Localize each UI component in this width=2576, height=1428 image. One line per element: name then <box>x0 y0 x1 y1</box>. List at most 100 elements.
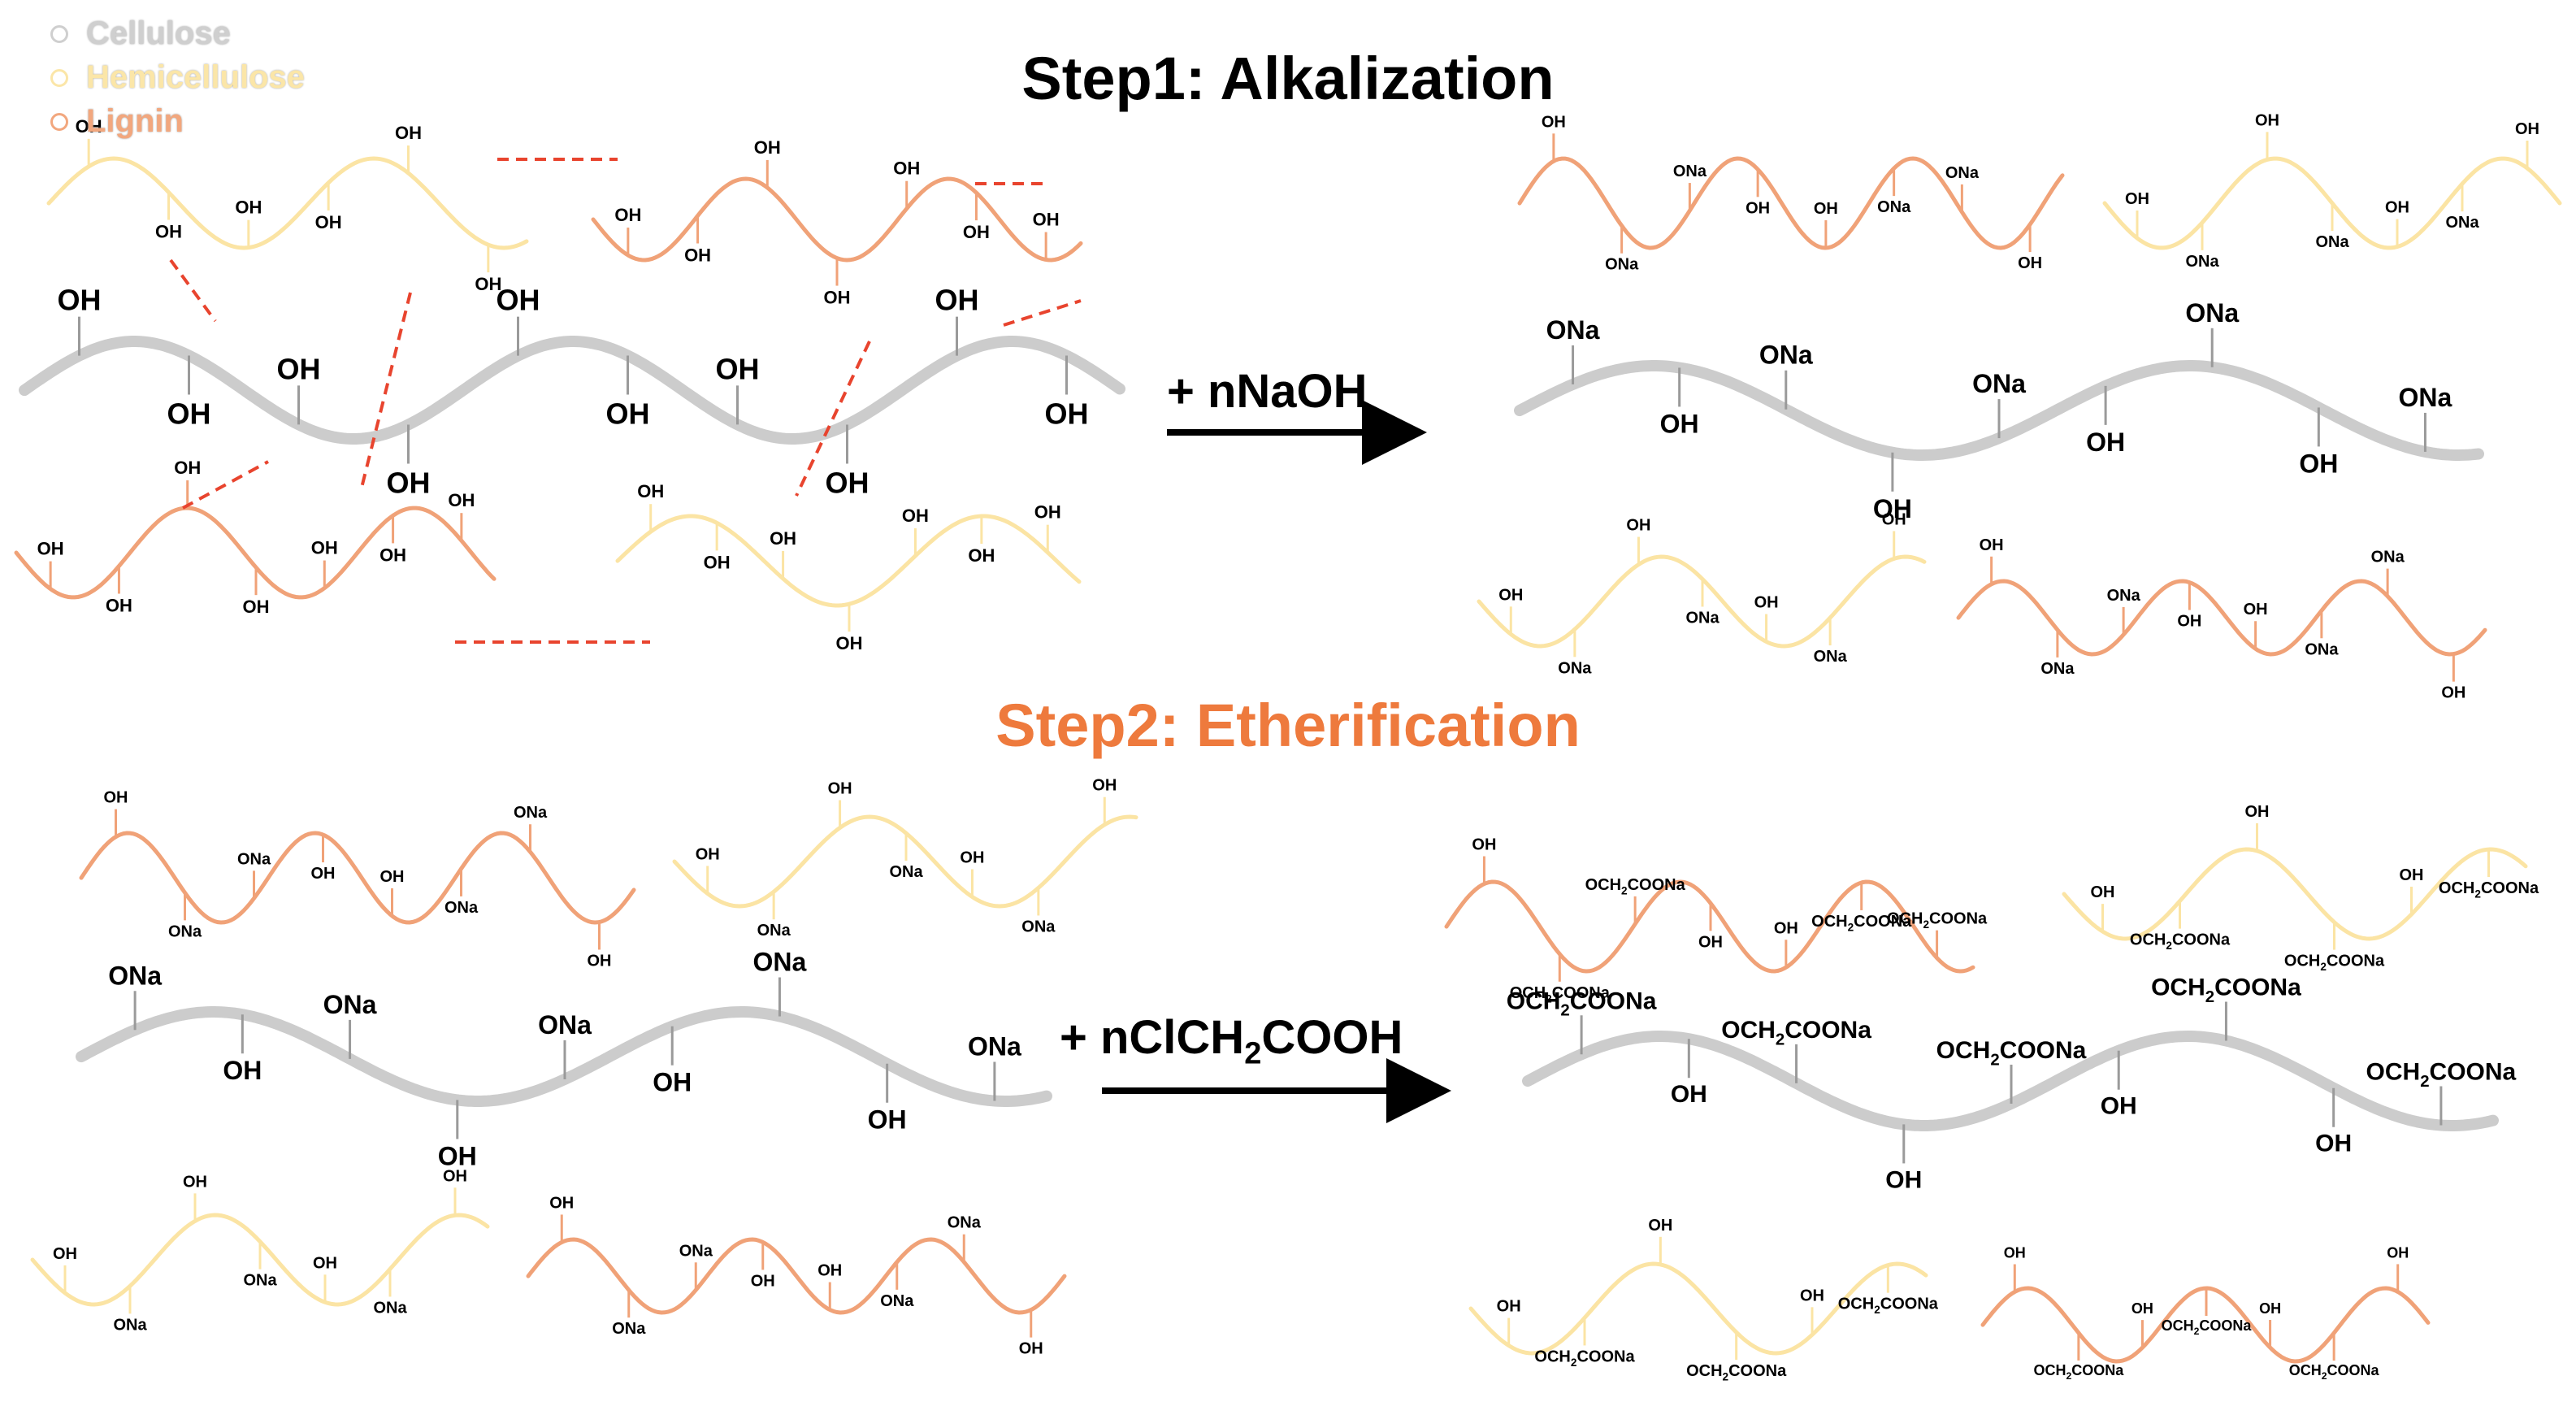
lig-chain <box>79 831 636 925</box>
carboxymethyl-group-label: OCH2COONa <box>1510 984 1611 1005</box>
hydrogen-bond-line <box>182 460 269 510</box>
lig-chain <box>14 506 497 600</box>
hydroxyl-group-label: OH <box>380 868 405 886</box>
suffix-label: COONa <box>1929 910 1988 928</box>
hydroxyl-group-label: OH <box>960 849 984 866</box>
carboxymethyl-group-label: OCH2COONa <box>2439 879 2539 901</box>
hydroxyl-group-label: OH <box>2515 120 2539 138</box>
lig-chain <box>1517 156 2065 250</box>
cel-chain <box>1522 1031 2499 1131</box>
hydroxyl-group-label: OH <box>1698 933 1723 951</box>
alkoxide-group-label: ONa <box>113 1316 147 1334</box>
hydroxyl-group-label: OH <box>824 288 851 308</box>
alkoxide-group-label: ONa <box>323 990 377 1019</box>
alkoxide-group-label: ONa <box>243 1272 277 1290</box>
subscript-label: 2 <box>2205 988 2214 1006</box>
hydroxyl-group-label: OH <box>751 1272 775 1290</box>
hydroxyl-group-label: OH <box>549 1194 574 1212</box>
alkoxide-group-label: ONa <box>2399 383 2452 412</box>
subscript-label: 2 <box>2474 888 2481 901</box>
cel-chain <box>19 336 1125 445</box>
alkoxide-group-label: ONa <box>2107 587 2141 605</box>
hydroxyl-group-label: OH <box>438 1141 477 1170</box>
carboxymethyl-group-label: OCH2COONa <box>1507 987 1657 1019</box>
subscript-label: 2 <box>2194 1326 2200 1337</box>
alkoxide-group-label: ONa <box>1021 918 1056 935</box>
hydroxyl-group-label: OH <box>968 545 995 566</box>
suffix-label: COONa <box>1785 1017 1871 1044</box>
reagent-suffix: COOH <box>1261 1011 1403 1064</box>
hydroxyl-group-label: OH <box>311 538 338 558</box>
hydroxyl-group-label: OH <box>1754 594 1779 612</box>
hydroxyl-group-label: OH <box>167 397 211 431</box>
legend-label: Cellulose <box>86 15 231 51</box>
hydroxyl-group-label: OH <box>704 552 731 572</box>
alkoxide-group-label: ONa <box>948 1214 982 1232</box>
alkoxide-group-label: ONa <box>445 899 479 917</box>
hydroxyl-group-label: OH <box>2244 601 2268 619</box>
suffix-label: COONa <box>2000 1037 2087 1064</box>
hydroxyl-group-label: OH <box>902 506 929 526</box>
suffix-label: COONa <box>1728 1362 1787 1380</box>
lig-chain <box>1956 579 2487 657</box>
carboxymethyl-group-label: OCH2COONa <box>1936 1037 2087 1069</box>
hydroxyl-group-label: OH <box>448 490 475 510</box>
hydrogen-bond-line <box>360 292 412 488</box>
subscript-label: 2 <box>1848 922 1854 934</box>
hydroxyl-group-label: OH <box>770 528 796 549</box>
carboxymethyl-group-label: OCH2COONa <box>2162 1317 2253 1337</box>
hydroxyl-group-label: OH <box>1092 777 1117 795</box>
carboxymethyl-group-label: OCH2COONa <box>2366 1059 2517 1091</box>
subscript-label: 2 <box>1546 992 1552 1005</box>
hydroxyl-group-label: OH <box>174 458 201 478</box>
carboxymethyl-group-label: OCH2COONa <box>1534 1348 1635 1369</box>
hydroxyl-group-label: OH <box>37 539 64 559</box>
alkoxide-group-label: ONa <box>2305 640 2339 658</box>
legend-item-cellulose: Cellulose <box>46 11 387 55</box>
hydroxyl-group-label: OH <box>2004 1244 2026 1261</box>
alkoxide-group-label: ONa <box>237 850 271 868</box>
carboxymethyl-group-label: OCH2COONa <box>1686 1362 1787 1383</box>
circle-icon <box>50 25 68 43</box>
carboxymethyl-group-label: OCH2COONa <box>1811 913 1912 934</box>
hydroxyl-group-label: OH <box>315 212 342 232</box>
alkoxide-group-label: ONa <box>514 804 548 822</box>
hydroxyl-group-label: OH <box>1472 836 1496 854</box>
suffix-label: COONa <box>1854 913 1912 931</box>
hydroxyl-group-label: OH <box>893 158 920 179</box>
hydroxyl-group-label: OH <box>2177 613 2201 631</box>
hydroxyl-group-label: OH <box>614 205 641 225</box>
circle-icon <box>50 113 68 131</box>
hydroxyl-group-label: OH <box>1626 517 1650 535</box>
suffix-label: COONa <box>1552 984 1611 1002</box>
subscript-label: 2 <box>1560 1002 1569 1020</box>
carboxymethyl-group-label: OCH2COONa <box>2284 953 2385 974</box>
suffix-label: COONa <box>2327 1362 2380 1378</box>
hydroxyl-group-label: OH <box>155 222 182 242</box>
hydroxyl-group-label: OH <box>935 284 979 317</box>
suffix-label: COONa <box>2199 1317 2252 1334</box>
hydroxyl-group-label: OH <box>2400 866 2424 884</box>
suffix-label: COONa <box>2327 953 2385 970</box>
alkoxide-group-label: ONa <box>373 1299 407 1317</box>
lig-chain <box>526 1237 1067 1315</box>
carboxymethyl-group-label: OCH2COONa <box>2130 931 2231 953</box>
alkoxide-group-label: ONa <box>2185 253 2219 271</box>
suffix-label: COONa <box>1576 1348 1635 1365</box>
hydroxyl-group-label: OH <box>684 245 711 266</box>
suffix-label: COONa <box>1570 987 1657 1014</box>
naoh-reagent-label: + nNaOH <box>1167 365 1368 418</box>
alkoxide-group-label: ONa <box>1546 315 1600 345</box>
suffix-label: COONa <box>1628 876 1686 894</box>
hydroxyl-group-label: OH <box>2245 803 2270 821</box>
alkoxide-group-label: ONa <box>1814 648 1848 666</box>
hydroxyl-group-label: OH <box>1873 494 1912 523</box>
hydroxyl-group-label: OH <box>243 597 270 617</box>
carboxymethyl-group-label: OCH2COONa <box>1585 876 1686 897</box>
alkoxide-group-label: ONa <box>108 961 162 990</box>
alkoxide-group-label: ONa <box>889 863 923 881</box>
hydroxyl-group-label: OH <box>1034 502 1061 523</box>
